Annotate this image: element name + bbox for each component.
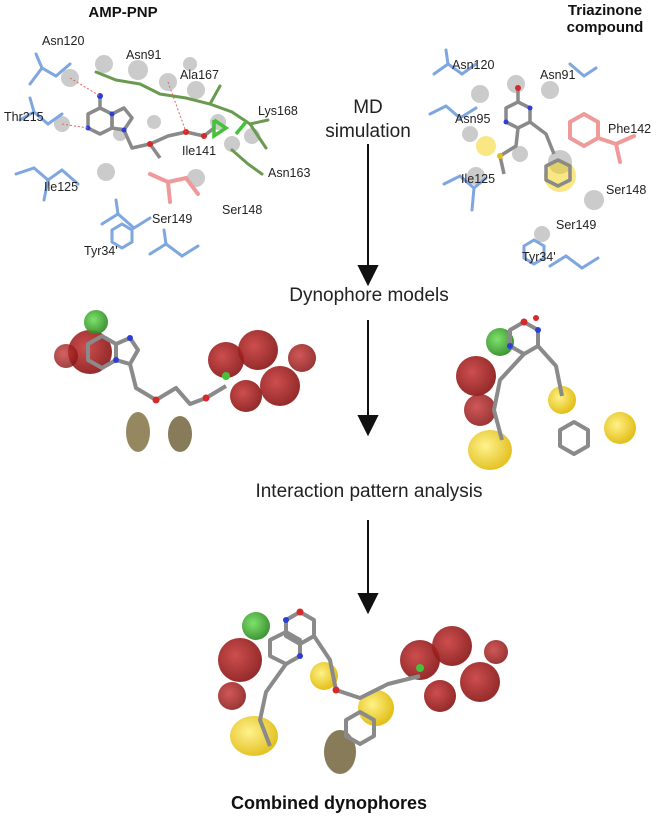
step-md-line1: MD	[318, 96, 418, 120]
step-md-line2: simulation	[318, 120, 418, 144]
residue-label-right: Tyr34'	[522, 250, 556, 264]
ampnp-binding-site	[0, 24, 330, 274]
residue-label-right: Ser148	[606, 183, 646, 197]
triazinone-dynophore-ligand	[494, 322, 588, 454]
residues-green-left	[96, 72, 268, 174]
residue-label-left: Thr215	[4, 110, 44, 124]
residue-label-left: Ile141	[182, 144, 216, 158]
acceptor-clouds-right	[456, 356, 496, 426]
residue-label-left: Ser149	[152, 212, 192, 226]
residue-label-right: Asn91	[540, 68, 575, 82]
right-title-line1: Triazinone	[555, 2, 655, 19]
residue-label-right: Phe142	[608, 122, 651, 136]
donor-clouds-left	[84, 310, 192, 452]
left-panel-title: AMP-PNP	[78, 4, 168, 21]
residue-label-left: Asn120	[42, 34, 84, 48]
ampnp-binding-site-drawing	[0, 24, 330, 274]
triazinone-dynophore-model	[440, 300, 650, 484]
residue-label-right: Ser149	[556, 218, 596, 232]
ampnp-heteroatoms	[86, 93, 208, 147]
residue-label-right: Asn120	[452, 58, 494, 72]
step-md-simulation: MD simulation	[318, 96, 418, 144]
hydrophobic-clouds-right	[468, 386, 636, 470]
residue-label-left: Lys168	[258, 104, 298, 118]
hydrophobic-spheres-left	[54, 55, 260, 187]
right-panel-title: Triazinone compound	[555, 2, 655, 36]
residue-label-left: Asn163	[268, 166, 310, 180]
combined-ligand-sticks	[260, 612, 420, 746]
flow-arrows-group	[359, 144, 377, 612]
residue-label-left: Ser148	[222, 203, 262, 217]
dynophore-atoms-right	[507, 315, 541, 349]
residue-label-left: Ala167	[180, 68, 219, 82]
step-combined-dynophores: Combined dynophores	[179, 792, 479, 814]
hydrophobic-spheres-right	[462, 75, 604, 242]
residue-label-left: Asn91	[126, 48, 161, 62]
residue-label-right: Asn95	[455, 112, 490, 126]
combined-dynophore-model	[190, 580, 530, 790]
residue-label-left: Ile125	[44, 180, 78, 194]
residue-label-left: Tyr34'	[84, 244, 118, 258]
ampnp-dynophore-model	[30, 304, 340, 476]
residue-label-right: Ile125	[461, 172, 495, 186]
